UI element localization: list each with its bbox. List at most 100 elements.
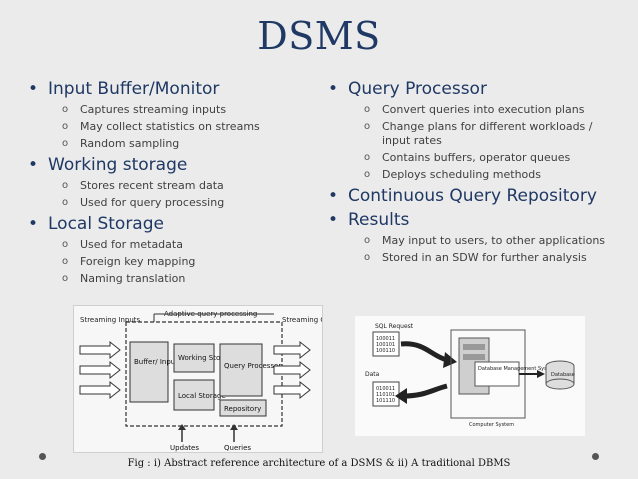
- streaming-outputs-label: Streaming Outputs: [282, 316, 322, 324]
- left-bullet-1: • Working storage: [22, 154, 312, 176]
- computer-system-label: Computer System: [469, 422, 514, 428]
- sub-bullet-icon: o: [62, 138, 69, 149]
- sql-request-label: SQL Request: [375, 323, 414, 330]
- bullet-icon: •: [328, 79, 339, 99]
- right-bullet-0: • Query Processor: [322, 78, 622, 100]
- svg-text:Streaming Inputs: Streaming Inputs: [80, 316, 141, 324]
- bullet-label: Query Processor: [348, 79, 487, 99]
- local-storage-box: [173, 379, 215, 411]
- sub-bullet-label: May collect statistics on streams: [80, 120, 260, 133]
- sub-bullet-label: May input to users, to other application…: [382, 234, 606, 247]
- output-arrow-1-icon: [273, 340, 311, 360]
- sub-bullet-label: Used for metadata: [80, 238, 183, 251]
- records-2: 010011 110101 101110: [376, 386, 397, 404]
- input-arrow-2-icon: [79, 360, 121, 380]
- sub-bullet-icon: o: [364, 152, 371, 163]
- repository-label: Repository: [224, 405, 261, 413]
- output-arrow-3-icon: [273, 380, 311, 400]
- sub-bullet-label: Convert queries into execution plans: [382, 103, 585, 116]
- bullet-icon: •: [28, 155, 39, 175]
- bullet-icon: •: [28, 79, 39, 99]
- bullet-label: Results: [348, 210, 410, 230]
- working-storage-box: [173, 343, 215, 373]
- sub-bullet-icon: o: [62, 121, 69, 132]
- sub-bullet-icon: o: [364, 121, 371, 132]
- left-sub-item: o Foreign key mapping: [22, 255, 312, 269]
- buffer-label: Buffer/ Input Monitor: [134, 358, 207, 366]
- sub-bullet-label: Change plans for different workloads / i…: [382, 120, 593, 147]
- input-arrow-3-icon: [79, 380, 121, 400]
- left-column: • Input Buffer/Monitor o Captures streaming…: [22, 76, 312, 289]
- sub-bullet-icon: o: [62, 104, 69, 115]
- sub-bullet-label: Contains buffers, operator queues: [382, 151, 571, 164]
- dbms-box: [474, 361, 520, 387]
- left-sub-item: o Stores recent stream data: [22, 179, 312, 193]
- dbms-diagram: SQL Request 100011 100101 100110 Data 01…: [365, 323, 575, 428]
- bullet-label: Continuous Query Repository: [348, 186, 597, 206]
- right-column: • Query Processor o Convert queries into ex…: [322, 76, 622, 268]
- sub-bullet-label: Deploys scheduling methods: [382, 168, 541, 181]
- right-sub-item: o May input to users, to other applicatio…: [322, 234, 622, 248]
- local-storage-label: Local Storage: [178, 392, 226, 400]
- bullet-label: Input Buffer/Monitor: [48, 79, 220, 99]
- right-sub-item: o Contains buffers, operator queues: [322, 151, 622, 165]
- query-processor-box: [219, 343, 263, 397]
- sub-bullet-icon: o: [62, 197, 69, 208]
- left-sub-item: o Captures streaming inputs: [22, 103, 312, 117]
- left-sub-item: o Used for metadata: [22, 238, 312, 252]
- bullet-icon: •: [28, 214, 39, 234]
- query-processor-label: Query Processor: [224, 362, 281, 370]
- bullet-icon: •: [328, 210, 339, 230]
- left-bullet-list: • Input Buffer/Monitor o Captures streaming…: [22, 78, 312, 286]
- left-decor-dot: [39, 453, 46, 460]
- output-arrow-2-icon: [273, 360, 311, 380]
- queries-label: Queries: [224, 444, 251, 452]
- svg-text:Streaming Outputs: Streaming Outputs: [282, 316, 322, 324]
- right-sub-item: o Deploys scheduling methods: [322, 168, 622, 182]
- input-arrow-1-icon: [79, 340, 121, 360]
- right-bullet-2: • Results: [322, 209, 622, 231]
- right-decor-dot: [592, 453, 599, 460]
- left-bullet-2: • Local Storage: [22, 213, 312, 235]
- working-storage-label: Working Storage: [178, 354, 236, 362]
- streaming-inputs-label: Streaming Inputs: [80, 316, 141, 324]
- database-label: Database: [551, 372, 575, 378]
- sub-bullet-label: Foreign key mapping: [80, 255, 196, 268]
- sub-bullet-icon: o: [62, 273, 69, 284]
- sub-bullet-icon: o: [62, 239, 69, 250]
- sub-bullet-label: Captures streaming inputs: [80, 103, 227, 116]
- sub-bullet-icon: o: [364, 104, 371, 115]
- right-bullet-list: • Query Processor o Convert queries into ex…: [322, 78, 622, 265]
- data-label: Data: [365, 371, 380, 378]
- sub-bullet-icon: o: [62, 256, 69, 267]
- records-1: 100011 100101 100110: [376, 336, 397, 354]
- request-document: [372, 331, 400, 357]
- dbms-figure: SQL Request 100011 100101 100110 Data 01…: [355, 316, 585, 436]
- bullet-icon: •: [328, 186, 339, 206]
- sub-bullet-label: Used for query processing: [80, 196, 225, 209]
- figure-caption: Fig : i) Abstract reference architecture…: [127, 458, 511, 469]
- repository-box: [219, 399, 267, 417]
- sub-bullet-icon: o: [364, 235, 371, 246]
- left-sub-item: o Random sampling: [22, 137, 312, 151]
- sub-bullet-label: Stored in an SDW for further analysis: [382, 251, 587, 264]
- sub-bullet-label: Random sampling: [80, 137, 180, 150]
- right-bullet-1: • Continuous Query Repository: [322, 185, 622, 207]
- dbms-label: Database Management System: [478, 366, 557, 372]
- right-sub-item: o Change plans for different workloads / …: [322, 120, 622, 148]
- dsms-architecture-figure: Adaptive query processing Streaming Inpu…: [73, 305, 349, 453]
- sub-bullet-icon: o: [62, 180, 69, 191]
- bullet-label: Working storage: [48, 155, 188, 175]
- data-document: [372, 381, 400, 407]
- buffer-box: [129, 341, 169, 403]
- left-bullet-0: • Input Buffer/Monitor: [22, 78, 312, 100]
- bullet-label: Local Storage: [48, 214, 164, 234]
- right-sub-item: o Convert queries into execution plans: [322, 103, 622, 117]
- sub-bullet-label: Stores recent stream data: [80, 179, 224, 192]
- updates-label: Updates: [170, 444, 199, 452]
- sub-bullet-icon: o: [364, 169, 371, 180]
- left-sub-item: o May collect statistics on streams: [22, 120, 312, 134]
